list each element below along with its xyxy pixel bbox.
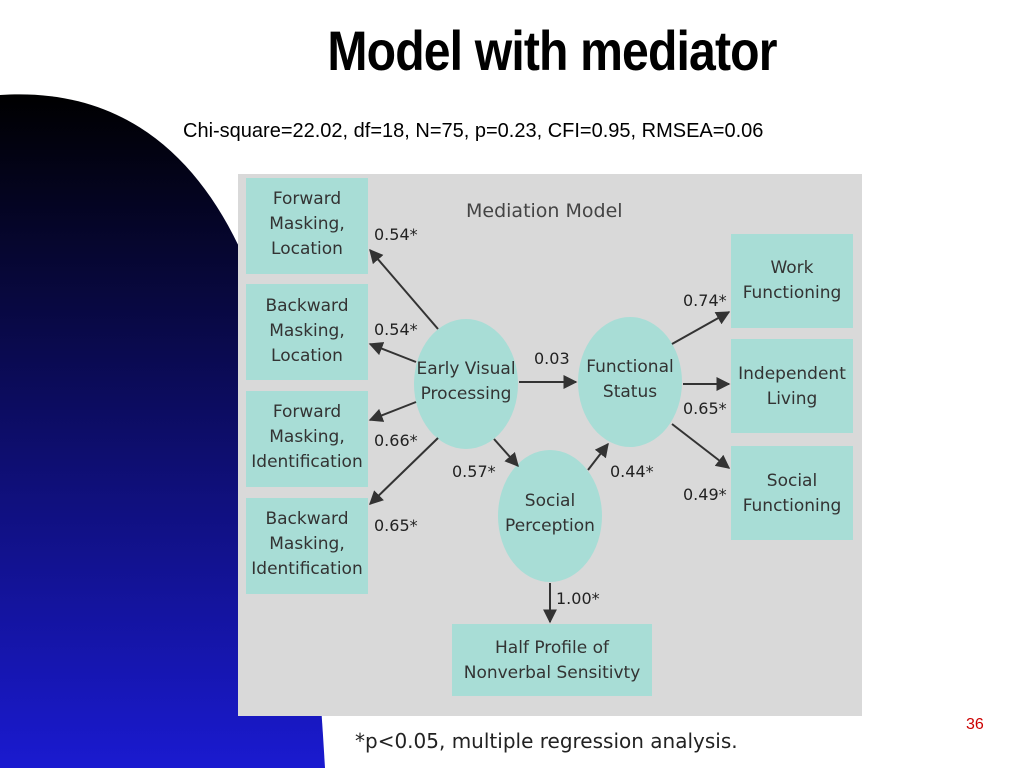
- arrow-evp-bwd-loc: [368, 342, 417, 363]
- svg-text:Work: Work: [770, 258, 813, 278]
- arrow-sp-fs: [587, 442, 609, 471]
- page-number: 36: [966, 716, 984, 733]
- box-social-functioning: Social Functioning: [731, 446, 853, 540]
- coef-evp-fs: 0.03: [534, 349, 570, 368]
- box-backward-masking-location: Backward Masking, Location: [246, 284, 368, 380]
- coef-evp-fwd-id: 0.66*: [374, 431, 418, 450]
- arrow-evp-sp: [493, 438, 519, 468]
- svg-text:Location: Location: [271, 239, 343, 259]
- arrow-evp-fwd-loc: [369, 248, 439, 330]
- svg-text:Backward: Backward: [265, 296, 348, 316]
- coef-sp-fs: 0.44*: [610, 462, 654, 481]
- svg-text:Masking,: Masking,: [269, 321, 344, 341]
- svg-text:Forward: Forward: [273, 189, 341, 209]
- mediation-diagram: Mediation Model Forward Masking, Locatio…: [246, 178, 853, 696]
- box-forward-masking-identification: Forward Masking, Identification: [246, 391, 368, 487]
- svg-text:Nonverbal Sensitivty: Nonverbal Sensitivty: [464, 663, 641, 683]
- box-forward-masking-location: Forward Masking, Location: [246, 178, 368, 274]
- mediation-model-figure: Mediation Model Forward Masking, Locatio…: [238, 174, 862, 716]
- svg-text:Backward: Backward: [265, 509, 348, 529]
- svg-text:Identification: Identification: [251, 559, 362, 579]
- box-backward-masking-identification: Backward Masking, Identification: [246, 498, 368, 594]
- svg-text:Masking,: Masking,: [269, 214, 344, 234]
- svg-text:Functioning: Functioning: [743, 283, 842, 303]
- coef-fs-work: 0.74*: [683, 291, 727, 310]
- coef-evp-sp: 0.57*: [452, 462, 496, 481]
- svg-text:Half Profile of: Half Profile of: [495, 638, 610, 658]
- svg-text:Identification: Identification: [251, 452, 362, 472]
- coef-sp-half: 1.00*: [556, 589, 600, 608]
- arrow-fs-work: [671, 311, 731, 345]
- node-functional-status: Functional Status: [578, 317, 682, 447]
- svg-text:Early Visual: Early Visual: [416, 359, 515, 379]
- arrow-fs-social: [671, 423, 731, 469]
- footnote: *p<0.05, multiple regression analysis.: [355, 729, 738, 753]
- svg-text:Masking,: Masking,: [269, 534, 344, 554]
- slide-title: Model with mediator: [327, 19, 777, 82]
- coef-evp-bwd-id: 0.65*: [374, 516, 418, 535]
- diagram-title: Mediation Model: [466, 200, 623, 222]
- arrow-evp-bwd-id: [368, 437, 439, 505]
- svg-text:Perception: Perception: [505, 516, 595, 536]
- box-independent-living: Independent Living: [731, 339, 853, 433]
- coef-evp-fwd-loc: 0.54*: [374, 225, 418, 244]
- path-arrows: [368, 248, 731, 624]
- coef-fs-social: 0.49*: [683, 485, 727, 504]
- svg-text:Independent: Independent: [738, 364, 846, 384]
- svg-text:Living: Living: [767, 389, 818, 409]
- box-work-functioning: Work Functioning: [731, 234, 853, 328]
- svg-text:Masking,: Masking,: [269, 427, 344, 447]
- svg-text:Forward: Forward: [273, 402, 341, 422]
- svg-text:Functional: Functional: [586, 357, 673, 377]
- node-early-visual-processing: Early Visual Processing: [414, 319, 518, 449]
- svg-text:Social: Social: [525, 491, 575, 511]
- box-half-profile-nonverbal-sensitivity: Half Profile of Nonverbal Sensitivty: [452, 624, 652, 696]
- svg-text:Status: Status: [603, 382, 657, 402]
- svg-text:Processing: Processing: [421, 384, 512, 404]
- fit-statistics: Chi-square=22.02, df=18, N=75, p=0.23, C…: [183, 120, 764, 142]
- node-social-perception: Social Perception: [498, 450, 602, 582]
- coef-fs-indep: 0.65*: [683, 399, 727, 418]
- svg-text:Functioning: Functioning: [743, 496, 842, 516]
- footnote-area: [326, 716, 1024, 768]
- arrow-evp-fwd-id: [368, 401, 417, 422]
- coef-evp-bwd-loc: 0.54*: [374, 320, 418, 339]
- svg-text:Location: Location: [271, 346, 343, 366]
- svg-text:Social: Social: [767, 471, 817, 491]
